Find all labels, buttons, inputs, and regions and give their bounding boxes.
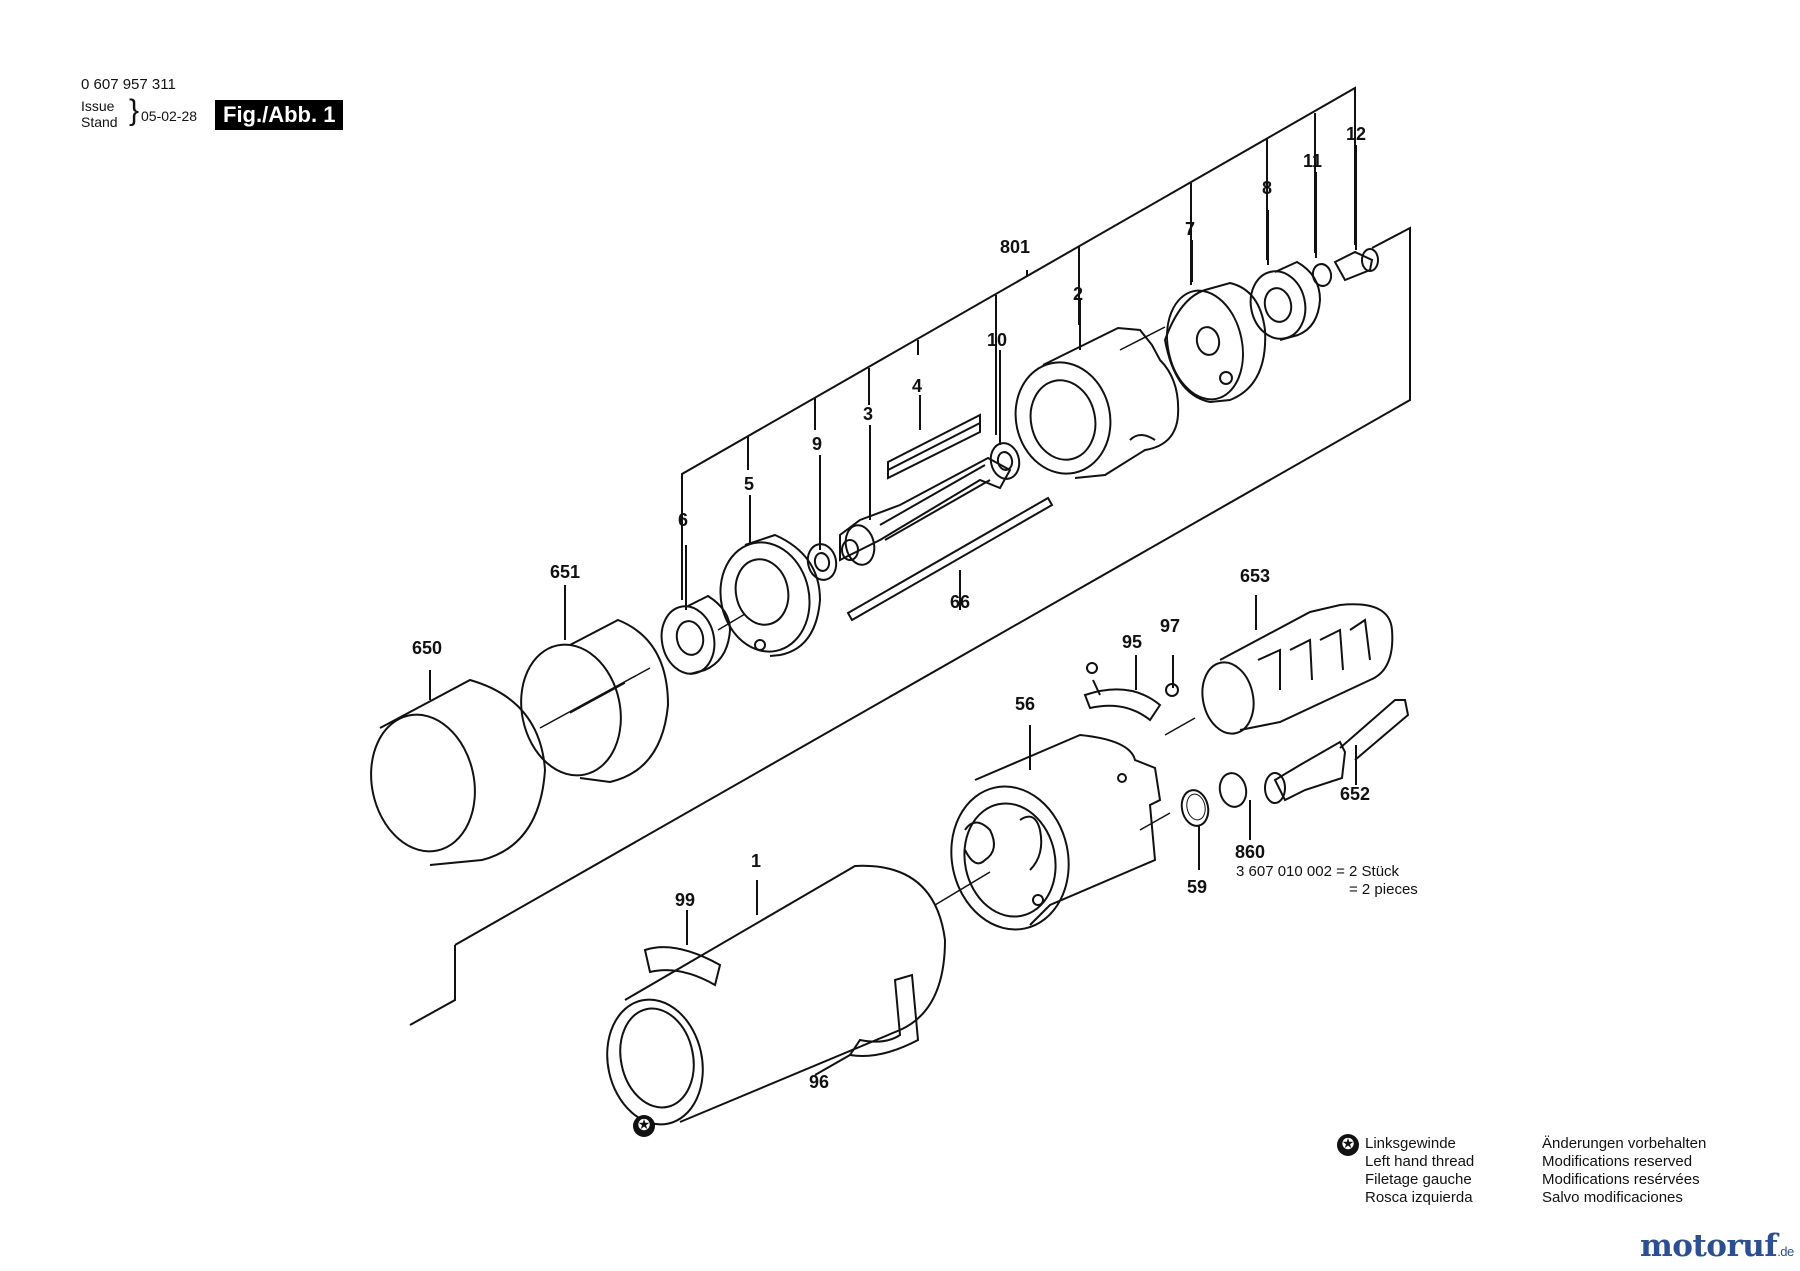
legend-star-icon: ✪ bbox=[1337, 1134, 1359, 1156]
label-801: 801 bbox=[1000, 237, 1030, 257]
legend-line: Filetage gauche bbox=[1365, 1171, 1472, 1188]
label-6: 6 bbox=[678, 510, 688, 530]
legend-line: Rosca izquierda bbox=[1365, 1189, 1473, 1206]
legend-line: Modifications reserved bbox=[1542, 1153, 1693, 1170]
label-96: 96 bbox=[809, 1072, 829, 1092]
legend-line: Linksgewinde bbox=[1365, 1135, 1456, 1152]
logo-text: motoruf bbox=[1640, 1228, 1778, 1264]
logo-suffix: .de bbox=[1777, 1244, 1794, 1259]
label-652: 652 bbox=[1340, 784, 1370, 804]
legend-left-thread: Linksgewinde Left hand thread Filetage g… bbox=[1340, 1135, 1474, 1207]
brace-glyph: } bbox=[129, 94, 140, 127]
label-56: 56 bbox=[1015, 694, 1035, 714]
figure-label: Fig./Abb. 1 bbox=[215, 100, 344, 130]
label-7: 7 bbox=[1185, 219, 1195, 239]
note-860-line1: 3 607 010 002 = 2 Stück bbox=[1236, 863, 1400, 880]
note-860-line2: = 2 pieces bbox=[1349, 881, 1418, 898]
legend-line: Salvo modificaciones bbox=[1542, 1189, 1683, 1206]
legend-line: Änderungen vorbehalten bbox=[1542, 1135, 1707, 1152]
part-number: 0 607 957 311 bbox=[81, 76, 176, 93]
label-5: 5 bbox=[744, 474, 754, 494]
left-thread-star-icon: ✪ bbox=[633, 1115, 655, 1137]
label-1: 1 bbox=[751, 851, 761, 871]
note-860: 3 607 010 002 = 2 Stück = 2 pieces bbox=[1236, 863, 1418, 899]
label-8: 8 bbox=[1262, 178, 1272, 198]
label-9: 9 bbox=[812, 434, 822, 454]
label-95: 95 bbox=[1122, 632, 1142, 652]
label-10: 10 bbox=[987, 330, 1007, 350]
label-66: 66 bbox=[950, 592, 970, 612]
issue-date: 05-02-28 bbox=[141, 108, 198, 124]
legend-line: Modifications resérvées bbox=[1542, 1171, 1700, 1188]
label-653: 653 bbox=[1240, 566, 1270, 586]
label-651: 651 bbox=[550, 562, 580, 582]
issue-label-de: Stand bbox=[81, 114, 118, 130]
label-4: 4 bbox=[912, 376, 922, 396]
issue-label-en: Issue bbox=[81, 98, 115, 114]
label-2: 2 bbox=[1073, 284, 1083, 304]
label-97: 97 bbox=[1160, 616, 1180, 636]
label-99: 99 bbox=[675, 890, 695, 910]
label-3: 3 bbox=[863, 404, 873, 424]
label-59: 59 bbox=[1187, 877, 1207, 897]
label-860: 860 bbox=[1235, 842, 1265, 862]
legend-modifications: Änderungen vorbehalten Modifications res… bbox=[1542, 1135, 1706, 1207]
legend-line: Left hand thread bbox=[1365, 1153, 1475, 1170]
label-650: 650 bbox=[412, 638, 442, 658]
watermark-logo: motoruf.de bbox=[1640, 1228, 1794, 1264]
label-11: 11 bbox=[1303, 151, 1322, 171]
issue-label: Issue Stand bbox=[81, 98, 118, 130]
label-12: 12 bbox=[1346, 124, 1366, 144]
